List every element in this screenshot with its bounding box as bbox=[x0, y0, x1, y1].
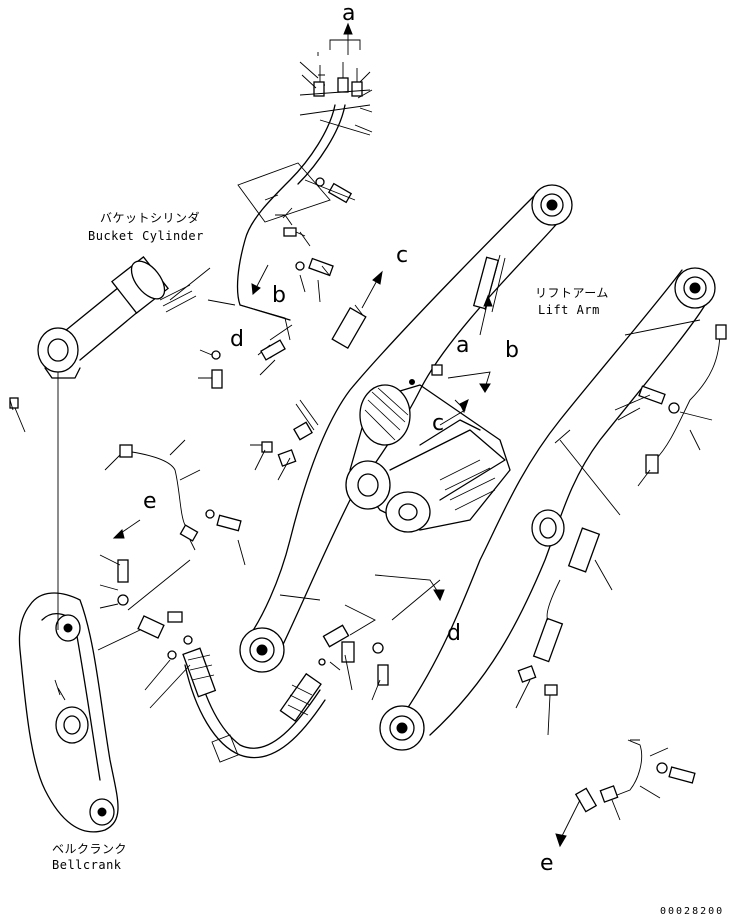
connection-letter-e-bottom: e bbox=[540, 851, 554, 876]
connection-letter-b-left: b bbox=[272, 283, 286, 308]
connection-letter-a-mid: a bbox=[456, 333, 469, 358]
upper-tube-harness bbox=[236, 104, 346, 341]
connection-letter-c-mid: c bbox=[432, 411, 444, 436]
bucket-cylinder-label-en: Bucket Cylinder bbox=[88, 229, 204, 243]
bucket-cylinder bbox=[37, 256, 211, 379]
leader-lines bbox=[9, 61, 713, 821]
connection-letter-a-top: a bbox=[342, 1, 355, 26]
connection-letter-b-mid: b bbox=[505, 338, 519, 363]
drawing-number: 00028200 bbox=[660, 906, 724, 917]
lift-arm-left bbox=[239, 184, 573, 673]
bellcrank-label-jp: ベルクランク bbox=[52, 842, 127, 856]
connection-letter-d-right: d bbox=[447, 621, 461, 646]
lift-arm-label-jp: リフトアーム bbox=[535, 286, 609, 300]
connection-letter-c-upper: c bbox=[396, 243, 408, 268]
lift-arm-right bbox=[379, 267, 716, 751]
connection-letter-e-left: e bbox=[143, 489, 157, 514]
text-labels: バケットシリンダ Bucket Cylinder リフトアーム Lift Arm… bbox=[52, 1, 724, 917]
top-fittings bbox=[299, 22, 371, 136]
connection-letter-d-left: d bbox=[230, 327, 244, 352]
hose-assembly bbox=[182, 647, 326, 763]
connection-arrows bbox=[112, 264, 493, 621]
bellcrank-label-en: Bellcrank bbox=[52, 858, 122, 872]
bellcrank bbox=[18, 372, 119, 833]
bolts-washers bbox=[9, 177, 727, 848]
cross-tube-block bbox=[345, 384, 511, 533]
lift-arm-label-en: Lift Arm bbox=[538, 303, 600, 317]
bucket-cylinder-label-jp: バケットシリンダ bbox=[100, 210, 200, 225]
